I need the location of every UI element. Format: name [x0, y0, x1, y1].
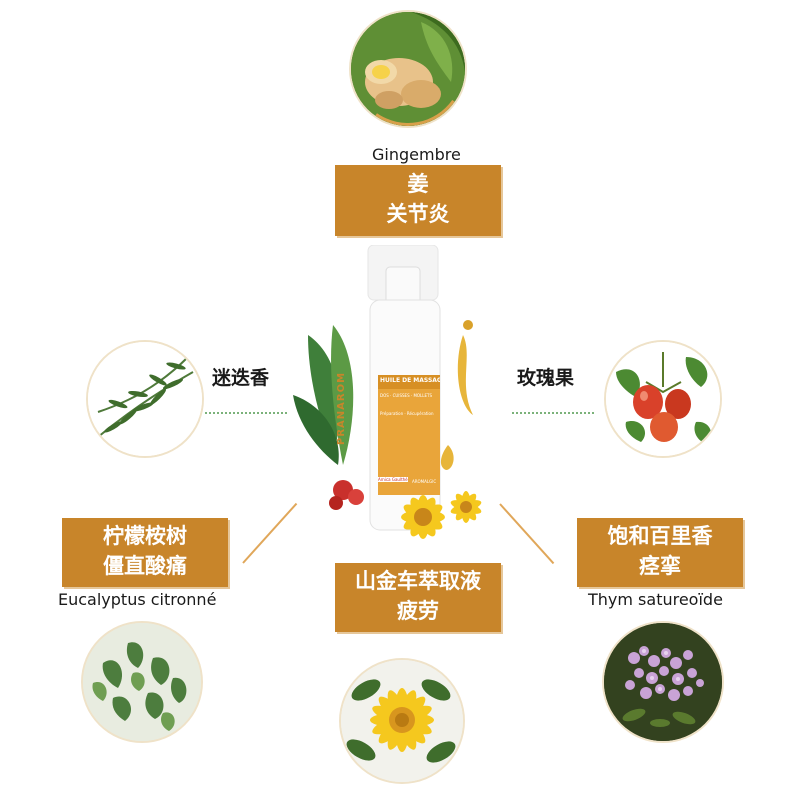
- rosemary-label: 迷迭香: [212, 367, 270, 389]
- arnica-image: [341, 660, 463, 782]
- product-badge-right: AROMALGIC: [412, 479, 437, 484]
- ginger-label: 姜 关节炎: [335, 165, 501, 236]
- eucalyptus-label-line2: 僵直酸痛: [103, 554, 187, 578]
- ginger-icon: [351, 12, 465, 126]
- rosemary-connector: [205, 412, 287, 414]
- rosehip-image: [606, 342, 720, 456]
- ginger-image: [351, 12, 465, 126]
- thyme-icon: [604, 623, 722, 741]
- eucalyptus-latin-name: Eucalyptus citronné: [58, 590, 217, 609]
- arnica-label-line2: 疲劳: [397, 599, 439, 623]
- ginger-latin-name: Gingembre: [372, 145, 461, 164]
- eucalyptus-label: 柠檬桉树 僵直酸痛: [62, 518, 228, 587]
- thyme-label-line1: 饱和百里香: [607, 524, 713, 548]
- eucalyptus-image: [83, 623, 201, 741]
- product-label-title: HUILE DE MASSAGE: [380, 377, 440, 384]
- thyme-latin-name: Thym satureoïde: [588, 590, 723, 609]
- thyme-image: [604, 623, 722, 741]
- eucalyptus-label-line1: 柠檬桉树: [103, 524, 187, 548]
- ginger-label-line1: 姜: [407, 172, 429, 196]
- rosehip-icon: [606, 342, 720, 456]
- ginger-label-line2: 关节炎: [386, 202, 450, 226]
- arnica-label-line1: 山金车萃取液: [355, 569, 481, 593]
- thyme-label: 饱和百里香 痉挛: [577, 518, 743, 587]
- rosehip-connector: [512, 412, 594, 414]
- product-label-sub: DOS · CUISSES · MOLLETS: [380, 393, 433, 398]
- product-brand: PRANAROM: [336, 371, 347, 445]
- arnica-label: 山金车萃取液 疲劳: [335, 563, 501, 632]
- rosemary-image: [88, 342, 202, 456]
- rosemary-icon: [88, 342, 202, 456]
- bottle-illustration: [293, 245, 482, 539]
- product-label-small: Préparation · Récupération: [380, 411, 434, 416]
- product-bottle: PRANAROM HUILE DE MASSAGE DOS · CUISSES …: [288, 245, 513, 545]
- thyme-label-line2: 痉挛: [639, 554, 681, 578]
- product-badge-left: Arnica Gaulthérie: [378, 477, 408, 482]
- eucalyptus-icon: [83, 623, 201, 741]
- rosehip-label: 玫瑰果: [517, 367, 575, 389]
- arnica-icon: [341, 660, 463, 782]
